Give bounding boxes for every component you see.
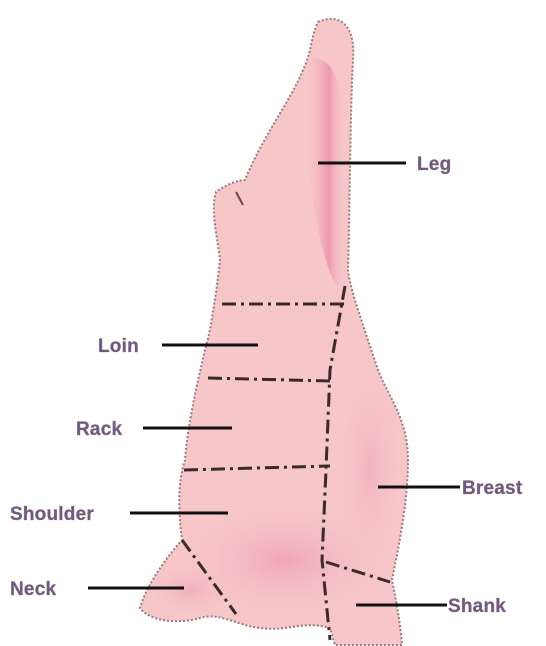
label-shank: Shank — [448, 596, 506, 617]
breast-shading — [335, 360, 405, 580]
neck-shading — [145, 562, 235, 618]
label-breast: Breast — [462, 478, 523, 499]
label-loin: Loin — [98, 336, 139, 357]
label-shoulder: Shoulder — [10, 504, 94, 525]
label-rack: Rack — [76, 419, 122, 440]
label-leg: Leg — [417, 154, 451, 175]
label-neck: Neck — [10, 579, 56, 600]
